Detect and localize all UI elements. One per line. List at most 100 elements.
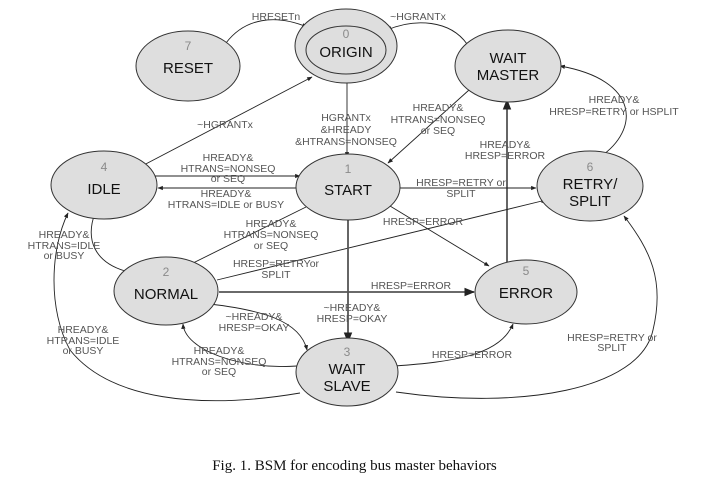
label-waitslave-to-normal: HREADY& HTRANS=NONSEQ or SEQ [172,345,267,378]
label-line: HRESETn [252,11,301,23]
label-line: HREADY& [203,152,254,164]
state-origin-name: ORIGIN [319,44,372,61]
label-line: HREADY& [201,188,252,200]
edge-waitslave-to-retry [395,215,658,399]
label-line: or SEQ [202,366,236,378]
state-reset-name: RESET [163,60,213,77]
edge-start-to-error [389,205,490,267]
state-idle-number: 4 [101,160,108,174]
state-origin-number: 0 [343,27,350,41]
state-retry-split-line2: SPLIT [569,193,611,210]
label-line: HTRANS=IDLE or BUSY [168,199,284,211]
label-waitmaster-to-origin: ~HGRANTx [390,11,446,23]
label-line: ~HREADY& [226,311,283,323]
state-wait-slave: 3 WAIT SLAVE [295,337,399,407]
label-line: SPLIT [597,342,627,354]
label-line: &HREADY [321,124,372,136]
label-normal-to-waitslave: ~HREADY& HRESP=OKAY [219,311,290,334]
label-line: HRESP=RETRY or [567,332,657,344]
label-line: HRESP=ERROR [465,150,546,162]
label-line: HRESP=ERROR [432,349,513,361]
edge-waitmaster-to-origin [386,22,468,45]
state-wait-master-line1: WAIT [490,50,527,67]
state-wait-slave-line1: WAIT [329,361,366,378]
label-normal-to-idle: HREADY& HTRANS=IDLE or BUSY [28,229,101,262]
state-wait-slave-line2: SLAVE [323,378,370,395]
label-line: SPLIT [261,269,291,281]
label-line: HTRANS=NONSEQ [172,356,267,368]
label-line: or SEQ [254,240,288,252]
label-line: or BUSY [63,345,104,357]
label-line: HREADY& [39,229,90,241]
label-start-to-idle: HREADY& HTRANS=IDLE or BUSY [168,188,284,211]
state-retry-split-line1: RETRY/ [563,176,619,193]
edge-normal-to-retry [216,199,547,281]
label-reset-to-origin: HRESETn [252,11,301,23]
label-line: HTRANS=NONSEQ [391,114,486,126]
edge-idle-to-origin [139,76,313,168]
label-start-to-error: HRESP=ERROR [383,216,464,228]
label-waitslave-to-retry: HRESP=RETRY or SPLIT [567,332,657,354]
state-start-number: 1 [345,162,352,176]
state-retry-split-number: 6 [587,160,594,174]
label-line: or BUSY [44,250,85,262]
label-line: or SEQ [211,173,245,185]
label-line: HRESP=RETRYor [233,258,320,270]
label-error-to-waitmaster: HREADY& HRESP=ERROR [465,139,546,162]
label-line: HTRANS=IDLE [47,335,120,347]
state-start: 1 START [295,153,401,221]
edge-waitslave-to-error [394,323,514,367]
label-line: HREADY& [58,324,109,336]
label-line: HTRANS=NONSEQ [181,163,276,175]
label-line: HREADY& [589,94,640,106]
edge-retry-to-waitmaster [559,64,627,158]
edge-waitslave-to-normal [181,323,298,367]
label-line: HRESP=OKAY [317,313,388,325]
edge-waitslave-to-idle [53,212,301,402]
figure-caption: Fig. 1. BSM for encoding bus master beha… [212,458,497,474]
state-retry-split: 6 RETRY/ SPLIT [536,150,644,222]
label-retry-to-waitmaster: HREADY& HRESP=RETRY or HSPLIT [549,94,679,118]
state-error-number: 5 [523,264,530,278]
label-line: HRESP=OKAY [219,322,290,334]
label-line: HRESP=RETRY or [416,177,506,189]
edge-normal-to-idle [90,212,126,272]
label-waitmaster-to-start: HREADY& HTRANS=NONSEQ or SEQ [391,102,486,137]
state-wait-slave-number: 3 [344,345,351,359]
label-line: HGRANTx [321,112,371,124]
label-line: HREADY& [246,218,297,230]
label-line: HTRANS=IDLE [28,240,101,252]
label-idle-to-origin: ~HGRANTx [197,119,253,131]
edge-start-to-normal [184,206,307,268]
state-normal-name: NORMAL [134,286,198,303]
label-line: SPLIT [446,188,476,200]
state-start-name: START [324,182,372,199]
label-waitslave-to-idle: HREADY& HTRANS=IDLE or BUSY [47,324,120,357]
state-normal-number: 2 [163,265,170,279]
label-line: HRESP=ERROR [383,216,464,228]
label-start-to-waitslave: ~HREADY& HRESP=OKAY [317,302,388,325]
bus-state-machine-diagram: 7 RESET 0 ORIGIN WAIT MASTER 4 IDLE 1 ST… [28,8,679,407]
label-line: ~HGRANTx [390,11,446,23]
label-waitslave-to-error: HRESP=ERROR [432,349,513,361]
state-error: 5 ERROR [474,259,578,325]
state-wait-master-line2: MASTER [477,67,540,84]
state-origin: 0 ORIGIN [294,8,398,84]
label-normal-to-retry: HRESP=RETRYor SPLIT [233,258,320,281]
label-line: HRESP=RETRY or HSPLIT [549,106,679,118]
state-idle: 4 IDLE [50,150,158,220]
label-line: HREADY& [480,139,531,151]
label-line: or SEQ [421,125,455,137]
state-wait-master: WAIT MASTER [454,29,562,103]
edge-normal-to-waitslave [209,303,308,351]
label-line: &HTRANS=NONSEQ [295,136,397,148]
state-idle-name: IDLE [87,181,120,198]
label-line: HTRANS=NONSEQ [224,229,319,241]
label-line: ~HREADY& [324,302,381,314]
label-line: ~HGRANTx [197,119,253,131]
label-line: HRESP=ERROR [371,280,452,292]
label-line: HREADY& [194,345,245,357]
state-normal: 2 NORMAL [113,256,219,326]
label-normal-to-error: HRESP=ERROR [371,280,452,292]
label-idle-to-start: HREADY& HTRANS=NONSEQ or SEQ [181,152,276,185]
